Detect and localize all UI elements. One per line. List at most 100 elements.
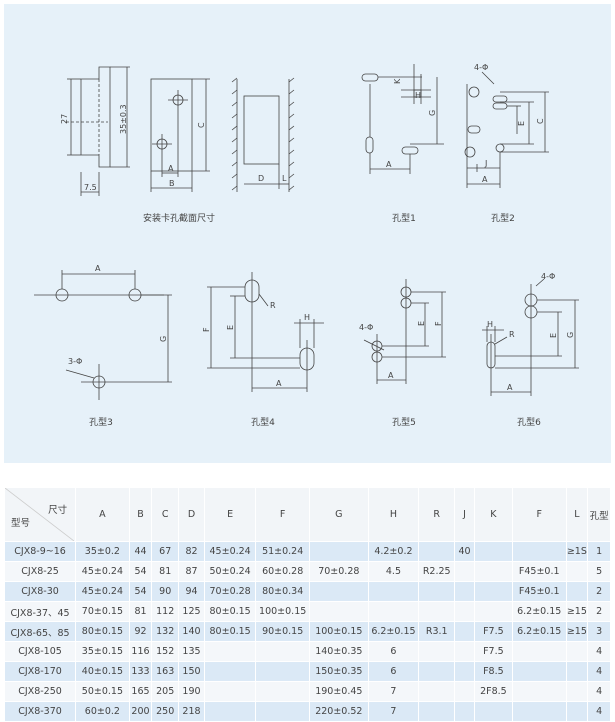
column-header: G — [308, 487, 369, 542]
model-cell: CJX8-105 — [3, 641, 77, 662]
table-cell: 4 — [587, 661, 611, 682]
dim-h-t6: H — [487, 320, 493, 329]
table-cell — [255, 701, 310, 722]
table-cell: 81 — [151, 561, 180, 582]
hole-type-5-figure — [363, 279, 446, 384]
table-cell: 82 — [178, 541, 205, 562]
table-cell: 70±0.28 — [203, 581, 257, 602]
table-cell: 132 — [151, 621, 180, 642]
phi-label-t3: 3-Φ — [68, 357, 82, 366]
column-header: F — [511, 487, 567, 542]
dim-7-5: 7.5 — [84, 183, 97, 192]
table-cell: 135 — [178, 641, 205, 662]
rail-section-figure — [66, 66, 130, 196]
dim-e-t6: E — [549, 333, 558, 338]
table-cell: 6.2±0.15 — [511, 601, 567, 622]
table-cell: 2F8.5 — [473, 681, 513, 702]
table-cell: 50±0.24 — [203, 561, 257, 582]
dim-e-t5: E — [417, 321, 426, 326]
table-cell: 190 — [178, 681, 205, 702]
caption-mount: 安装卡孔截面尺寸 — [142, 214, 216, 224]
table-cell: 205 — [151, 681, 180, 702]
dim-e-t2: E — [517, 121, 526, 126]
table-cell: 60±0.28 — [255, 561, 310, 582]
dim-h-t1: H — [415, 91, 421, 100]
dim-g-t3: G — [159, 336, 168, 342]
table-cell: 165 — [128, 681, 153, 702]
table-cell: 70±0.28 — [308, 561, 369, 582]
table-cell: 50±0.15 — [75, 681, 130, 702]
plate-figure — [150, 78, 210, 192]
column-header: F — [255, 487, 310, 542]
table-cell — [454, 681, 475, 702]
table-cell: 4.5 — [367, 561, 420, 582]
table-cell: 80±0.15 — [203, 601, 257, 622]
table-cell: R2.25 — [418, 561, 456, 582]
model-cell: CJX8-25 — [3, 561, 77, 582]
table-cell: 94 — [178, 581, 205, 602]
dim-a-t5: A — [388, 371, 394, 380]
caption-hole-type-4: 孔型4 — [251, 418, 275, 428]
table-cell: 220±0.52 — [308, 701, 369, 722]
table-cell: 6 — [367, 661, 420, 682]
dim-d-cabinet: D — [258, 174, 264, 183]
table-cell: 200 — [128, 701, 153, 722]
dim-f-t4: F — [202, 327, 211, 332]
caption-hole-type-3: 孔型3 — [89, 418, 113, 428]
column-header: K — [473, 487, 513, 542]
table-cell: F7.5 — [473, 641, 513, 662]
table-cell — [255, 661, 310, 682]
dim-r-t4: R — [270, 301, 276, 310]
table-cell — [255, 681, 310, 702]
dim-f-t5: F — [434, 321, 443, 326]
column-header: 孔型 — [587, 487, 611, 542]
corner-dimension-label: 尺寸 — [48, 505, 68, 516]
table-cell: 2 — [587, 601, 611, 622]
table-cell: F8.5 — [473, 661, 513, 682]
table-cell — [418, 601, 456, 622]
model-cell: CJX8-9~16 — [3, 541, 77, 562]
table-cell: 152 — [151, 641, 180, 662]
table-cell — [418, 681, 456, 702]
hole-type-6-figure — [482, 278, 579, 396]
table-cell — [418, 701, 456, 722]
table-cell: 190±0.45 — [308, 681, 369, 702]
dim-g-t6: G — [566, 332, 575, 338]
table-cell: 44 — [128, 541, 153, 562]
model-cell: CJX8-370 — [3, 701, 77, 722]
table-cell: 7 — [367, 681, 420, 702]
table-cell — [565, 641, 589, 662]
dim-g-t1: G — [428, 110, 437, 116]
hole-type-4-figure — [207, 272, 324, 392]
table-cell — [454, 661, 475, 682]
table-cell: 40±0.15 — [75, 661, 130, 682]
table-cell: 163 — [151, 661, 180, 682]
table-cell — [473, 561, 513, 582]
table-cell: 81 — [128, 601, 153, 622]
dim-h-t4: H — [304, 313, 310, 322]
table-cell: 100±0.15 — [308, 621, 369, 642]
table-cell: 3 — [587, 621, 611, 642]
table-cell — [473, 581, 513, 602]
table-cell: 133 — [128, 661, 153, 682]
table-cell — [418, 641, 456, 662]
table-cell — [565, 701, 589, 722]
dim-b-plate: B — [169, 179, 175, 188]
table-cell: F45±0.1 — [511, 561, 567, 582]
table-cell — [367, 581, 420, 602]
table-cell: 40 — [454, 541, 475, 562]
table-cell: 140 — [178, 621, 205, 642]
table-cell — [255, 641, 310, 662]
table-cell — [473, 601, 513, 622]
table-cell — [565, 661, 589, 682]
table-cell — [473, 541, 513, 562]
table-cell: 35±0.2 — [75, 541, 130, 562]
table-cell — [308, 581, 369, 602]
model-cell: CJX8-37、45 — [3, 601, 77, 622]
table-cell: 5 — [587, 561, 611, 582]
table-cell: 54 — [128, 561, 153, 582]
table-cell: 1 — [587, 541, 611, 562]
table-cell: F45±0.1 — [511, 581, 567, 602]
